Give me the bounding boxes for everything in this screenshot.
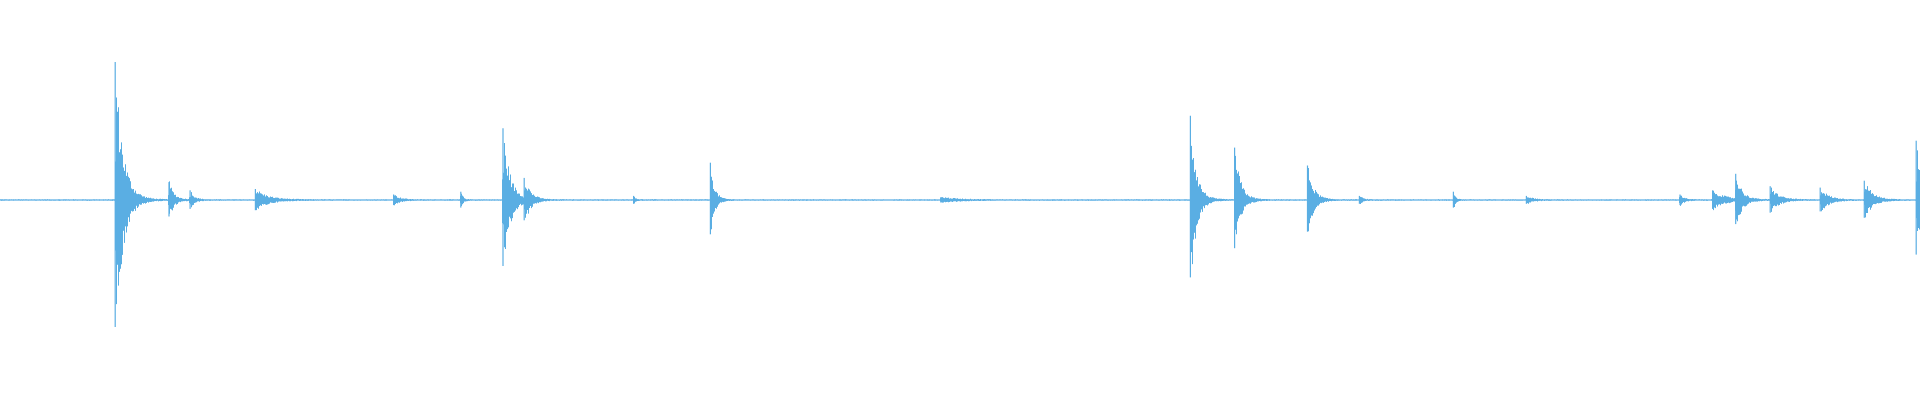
- waveform-trace: [0, 97, 1920, 305]
- waveform-samples: [0, 62, 1920, 327]
